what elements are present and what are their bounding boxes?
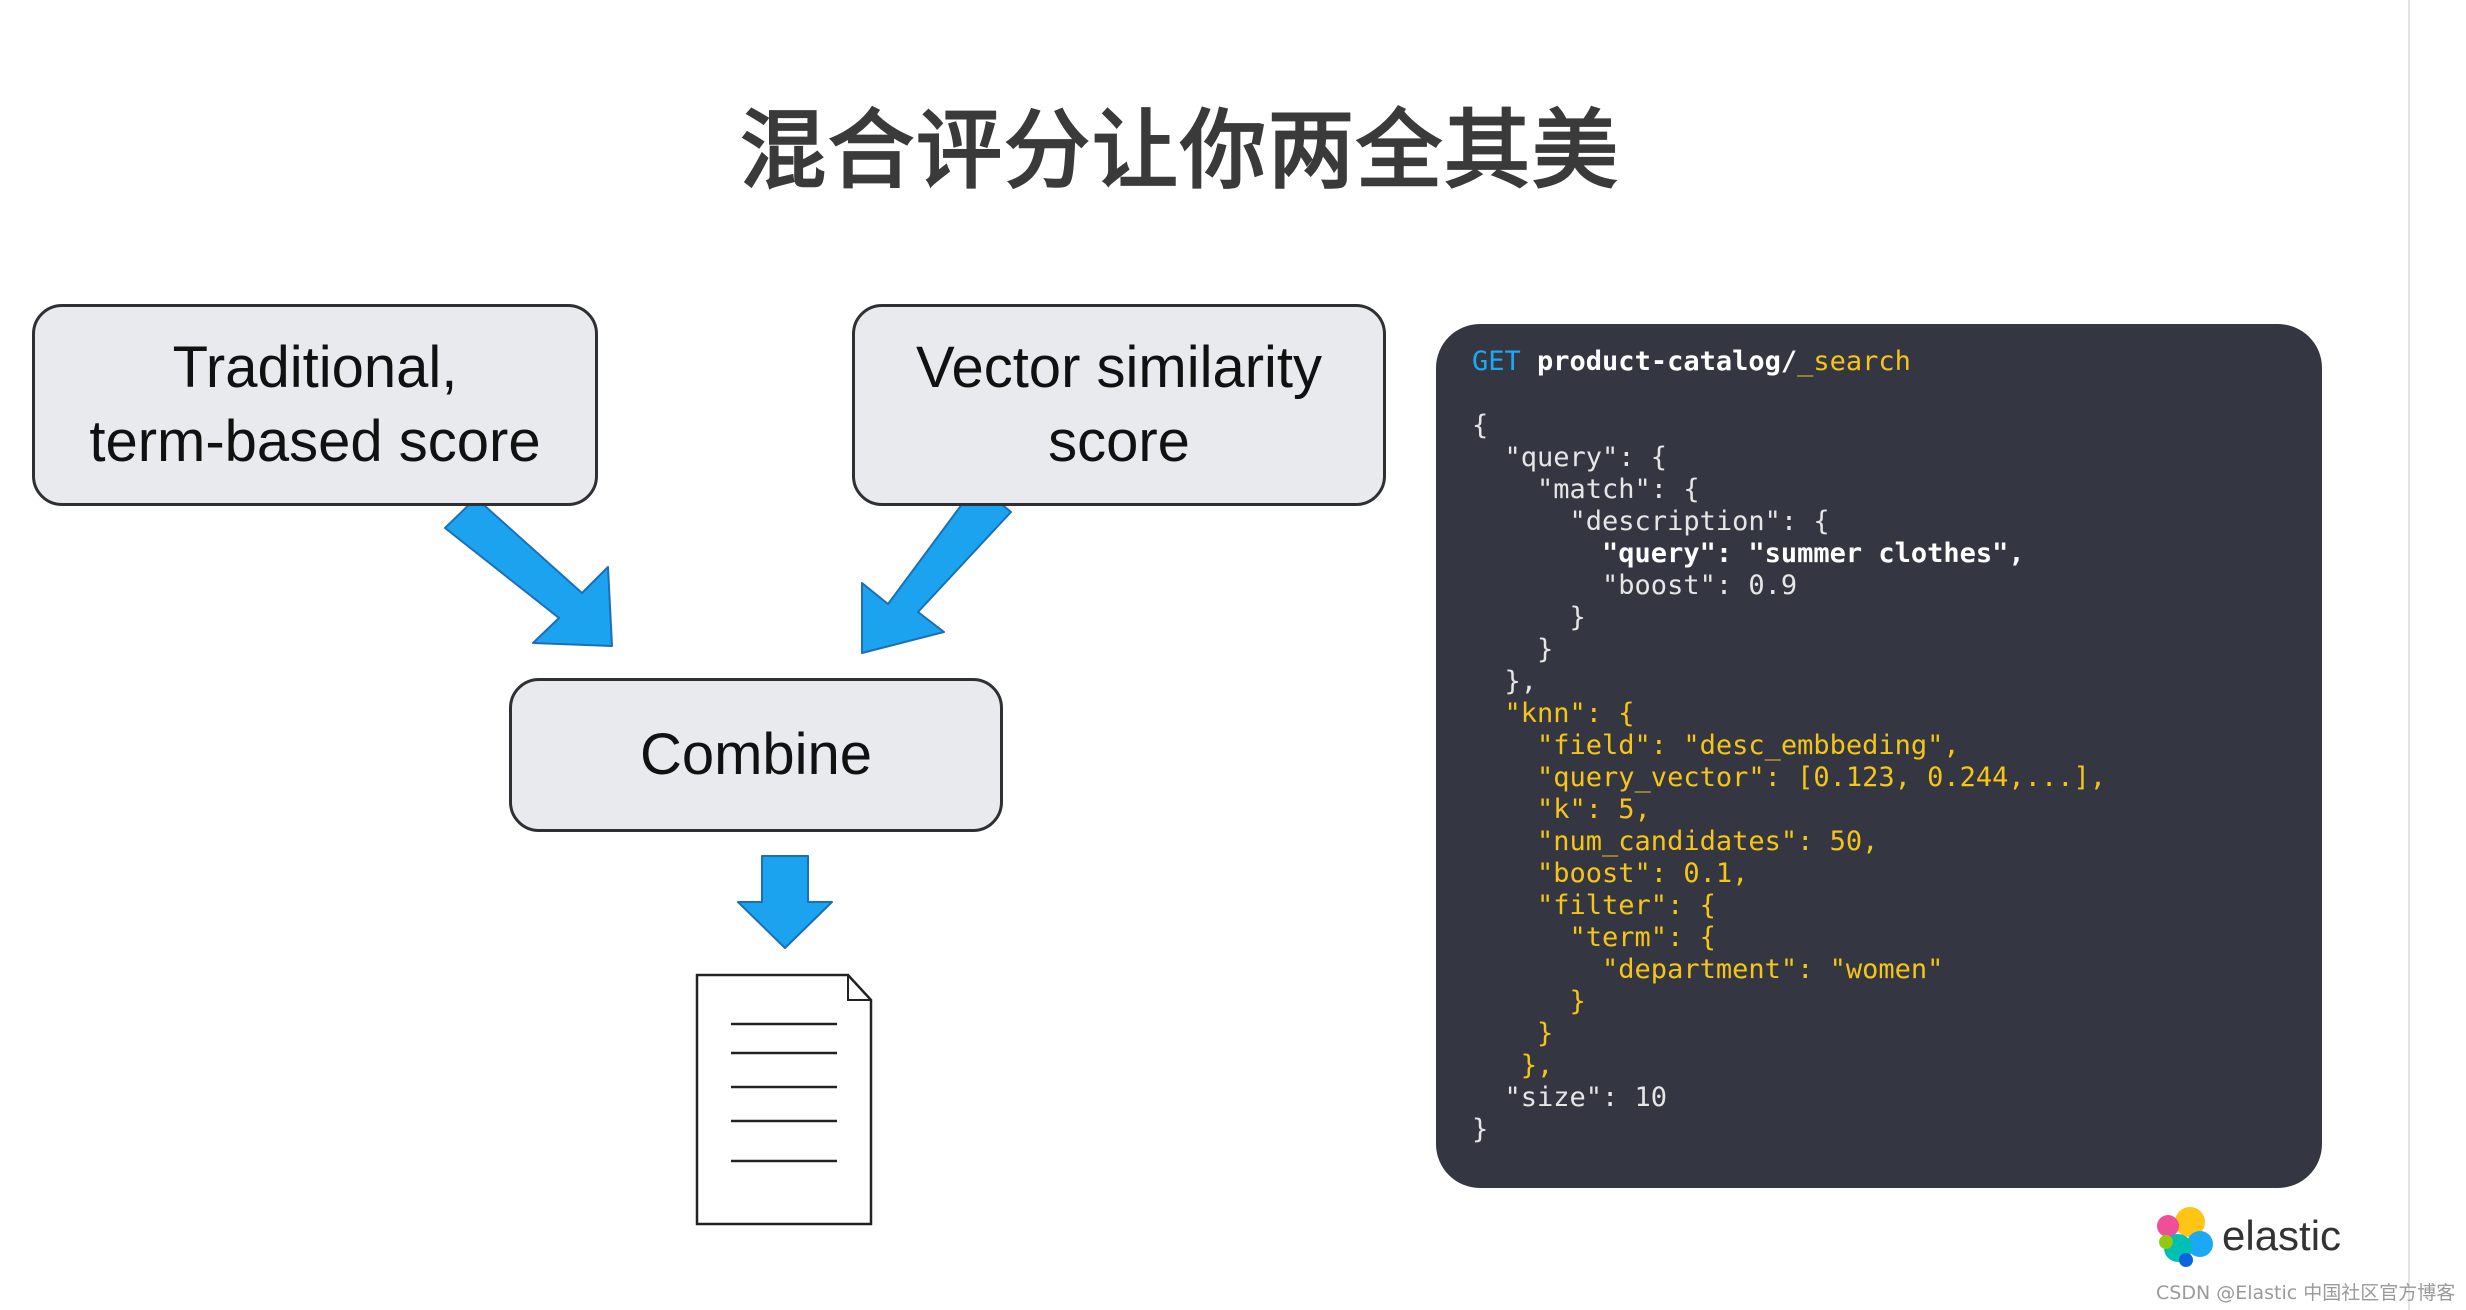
traditional-score-box: Traditional, term-based score (32, 304, 598, 506)
code-token: "filter": { (1472, 890, 1716, 921)
code-block: GET product-catalog/_search{ "query": { … (1472, 346, 2322, 1146)
code-token: "query": { (1472, 442, 1668, 473)
code-token: "query_vector": [0.123, 0.244,...], (1472, 762, 2106, 793)
code-line: "boost": 0.9 (1472, 570, 2322, 602)
code-line (1472, 378, 2322, 410)
watermark-text: CSDN @Elastic 中国社区官方博客 (2156, 1282, 2456, 1304)
elastic-logo: elastic (2152, 1204, 2392, 1268)
code-line: "num_candidates": 50, (1472, 826, 2322, 858)
vector-similarity-box: Vector similarity score (852, 304, 1386, 506)
code-token: "field": "desc_embbeding", (1472, 730, 1960, 761)
traditional-score-line-1: Traditional, (172, 335, 458, 400)
code-token: GET (1472, 346, 1538, 377)
code-line: GET product-catalog/_search (1472, 346, 2322, 378)
code-line: } (1472, 986, 2322, 1018)
code-token: "term": { (1472, 922, 1716, 953)
code-line: } (1472, 1018, 2322, 1050)
code-token: "department": "women" (1472, 954, 1944, 985)
arrow-combine-to-document (737, 855, 833, 949)
code-line: "size": 10 (1472, 1082, 2322, 1114)
code-line: } (1472, 1114, 2322, 1146)
code-token: } (1472, 634, 1554, 665)
vector-similarity-line-1: Vector similarity (915, 335, 1323, 400)
code-token: product-catalog/ (1537, 346, 1798, 377)
code-line: }, (1472, 666, 2322, 698)
arrow-vector-to-combine (861, 483, 1012, 654)
code-token: "match": { (1472, 474, 1700, 505)
code-token: }, (1472, 1050, 1554, 1081)
result-document-icon (695, 973, 873, 1226)
code-line: { (1472, 410, 2322, 442)
elastic-logo-text: elastic (2222, 1212, 2342, 1259)
code-line: "query": { (1472, 442, 2322, 474)
code-line: "query": "summer clothes", (1472, 538, 2322, 570)
slide-title: 混合评分让你两全其美 (740, 101, 1620, 201)
code-line: "department": "women" (1472, 954, 2322, 986)
code-line: "query_vector": [0.123, 0.244,...], (1472, 762, 2322, 794)
code-token: "knn": { (1472, 698, 1635, 729)
code-line: "description": { (1472, 506, 2322, 538)
code-line: "field": "desc_embbeding", (1472, 730, 2322, 762)
arrow-traditional-to-combine (444, 497, 613, 647)
code-token: "k": 5, (1472, 794, 1651, 825)
code-token: } (1472, 1114, 1489, 1145)
code-token: "query": "summer clothes", (1472, 538, 2025, 569)
combine-box: Combine (509, 678, 1003, 832)
code-token: { (1472, 410, 1489, 441)
code-token: "description": { (1472, 506, 1830, 537)
combine-label: Combine (639, 722, 873, 787)
slide-right-edge (2408, 0, 2410, 1310)
code-line: "boost": 0.1, (1472, 858, 2322, 890)
code-token: } (1472, 602, 1586, 633)
code-token: "size": 10 (1472, 1082, 1668, 1113)
vector-similarity-line-2: score (1048, 409, 1190, 474)
code-token: } (1472, 986, 1586, 1017)
code-line: "k": 5, (1472, 794, 2322, 826)
code-token: }, (1472, 666, 1538, 697)
traditional-score-line-2: term-based score (89, 409, 541, 474)
code-token: "num_candidates": 50, (1472, 826, 1879, 857)
code-token: _search (1797, 346, 1911, 377)
code-line: "knn": { (1472, 698, 2322, 730)
code-line: "match": { (1472, 474, 2322, 506)
code-line: "term": { (1472, 922, 2322, 954)
code-line: }, (1472, 1050, 2322, 1082)
code-token: } (1472, 1018, 1554, 1049)
code-panel: GET product-catalog/_search{ "query": { … (1436, 324, 2322, 1188)
code-line: } (1472, 634, 2322, 666)
code-line: } (1472, 602, 2322, 634)
code-line: "filter": { (1472, 890, 2322, 922)
code-token: "boost": 0.1, (1472, 858, 1749, 889)
elastic-logo-icon (2157, 1207, 2213, 1267)
code-token: "boost": 0.9 (1472, 570, 1798, 601)
